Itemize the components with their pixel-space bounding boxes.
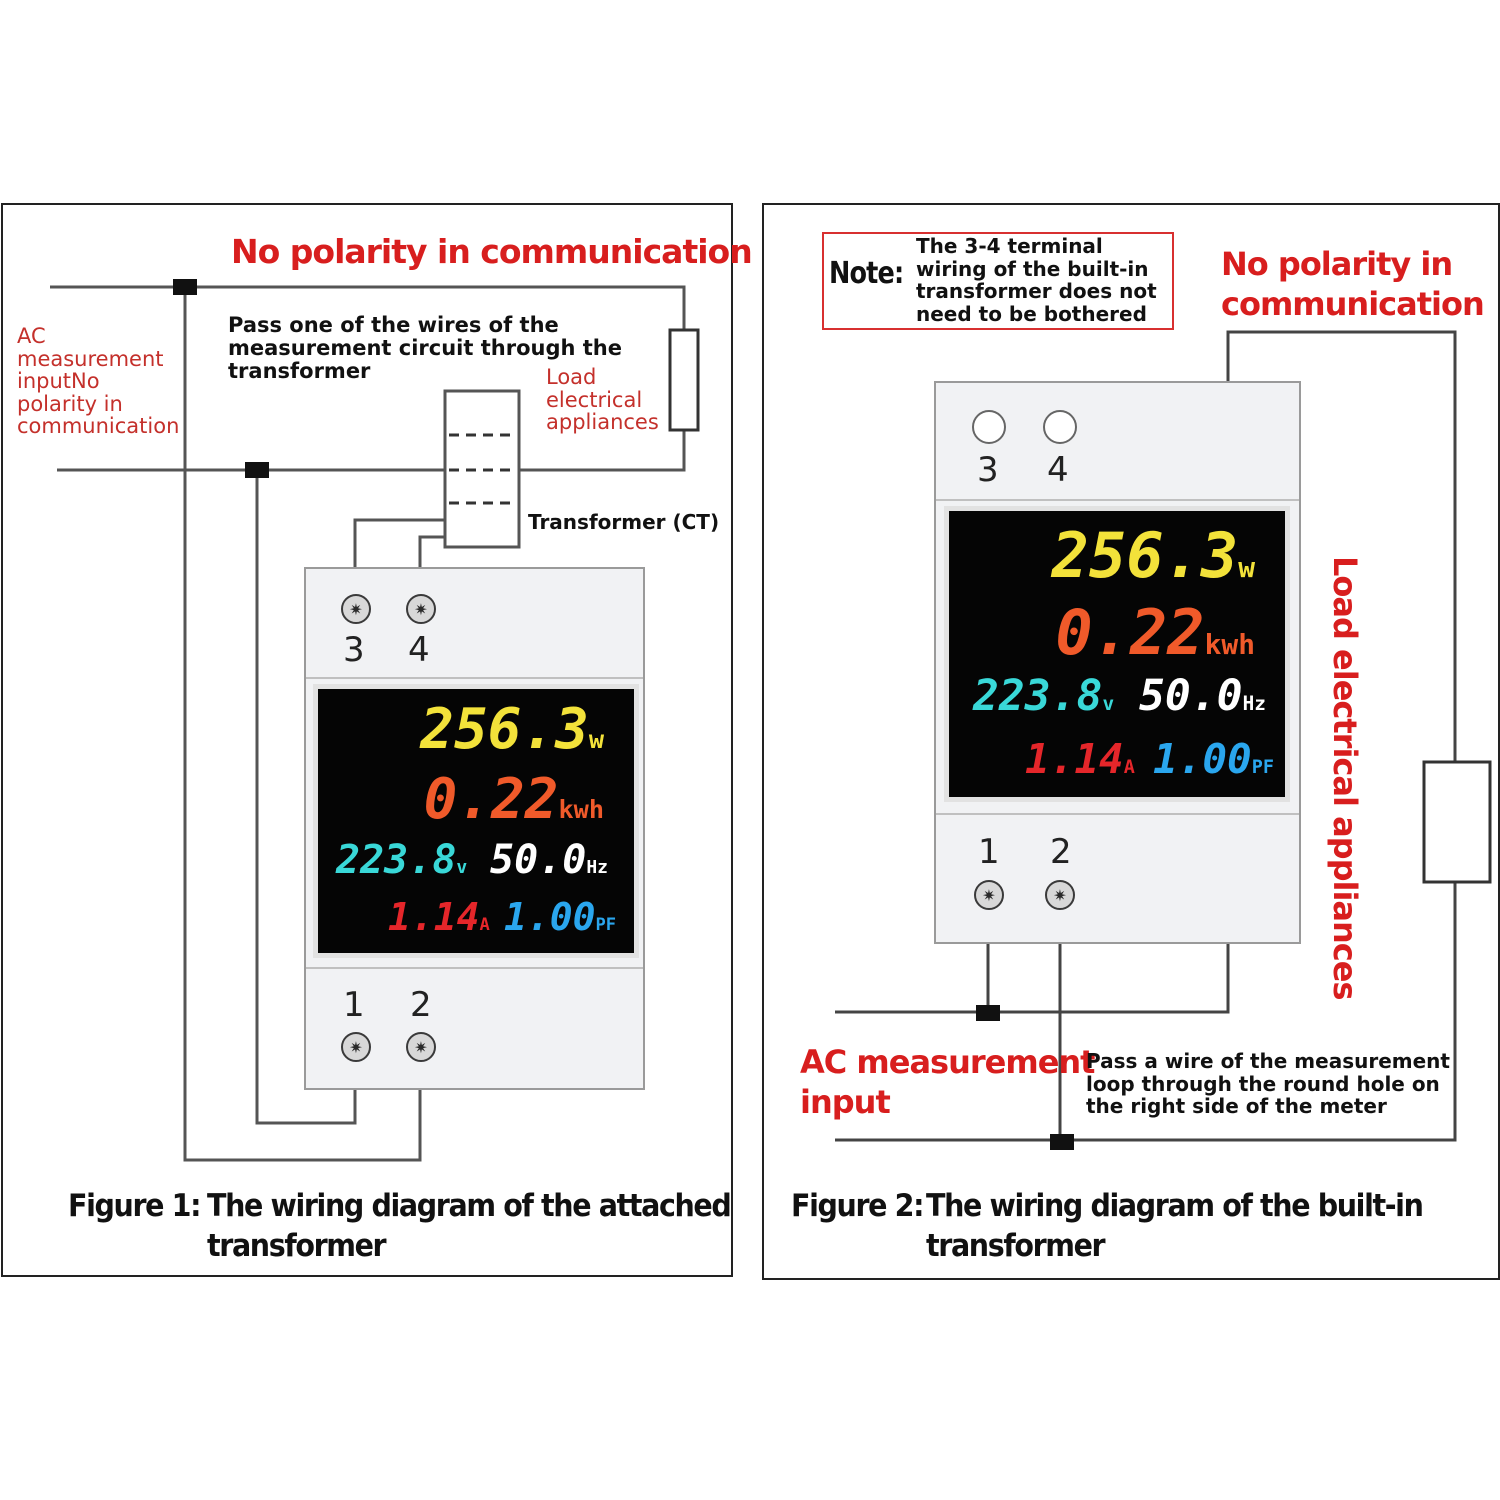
f1-load-return-wire bbox=[520, 430, 686, 472]
f2-title: No polarity in communication bbox=[1221, 245, 1485, 323]
f2-power-reading: 256.3w bbox=[1051, 519, 1255, 592]
f2-hole-3 bbox=[972, 410, 1006, 444]
f1-voltage-reading: 223.8v bbox=[336, 837, 468, 883]
f2-caption: The wiring diagram of the built-in trans… bbox=[926, 1188, 1424, 1264]
f1-title: No polarity in communication bbox=[231, 232, 753, 271]
f2-note-text: The 3-4 terminal wiring of the built-in … bbox=[916, 234, 1157, 326]
f1-terminal-3-label: 3 bbox=[343, 630, 365, 670]
f1-connector-lower bbox=[245, 462, 269, 478]
f1-ac-input-label: AC measurement inputNo polarity in commu… bbox=[17, 324, 180, 438]
f2-terminal-4-label: 4 bbox=[1047, 450, 1069, 490]
f2-top-wire bbox=[1226, 330, 1457, 762]
f1-terminal-1-label: 1 bbox=[343, 985, 365, 1025]
f1-connector-top bbox=[173, 279, 197, 295]
f1-pf-reading: 1.00PF bbox=[504, 895, 617, 939]
f1-screw-2: ✷ bbox=[406, 1032, 436, 1062]
f1-ct-lead-3 bbox=[353, 518, 445, 568]
f2-current-reading: 1.14A bbox=[1025, 735, 1135, 783]
f2-return-wire bbox=[1060, 882, 1457, 1142]
f1-current-reading: 1.14A bbox=[388, 895, 490, 939]
f1-load-resistor bbox=[668, 328, 700, 432]
f1-caption-prefix: Figure 1: bbox=[68, 1188, 202, 1224]
f2-voltage-reading: 223.8v bbox=[973, 671, 1115, 721]
f1-screw-1: ✷ bbox=[341, 1032, 371, 1062]
f1-caption: The wiring diagram of the attached trans… bbox=[207, 1188, 732, 1264]
f1-frequency-reading: 50.0Hz bbox=[490, 837, 609, 883]
f2-frequency-reading: 50.0Hz bbox=[1139, 671, 1266, 721]
f1-top-wire bbox=[50, 285, 686, 330]
f2-terminal-2-label: 2 bbox=[1050, 832, 1072, 872]
f2-pass-wire-note: Pass a wire of the measurement loop thro… bbox=[1086, 1049, 1450, 1118]
f2-note-box bbox=[822, 232, 1174, 330]
f2-screw-2: ✷ bbox=[1045, 880, 1075, 910]
f1-screw-3: ✷ bbox=[341, 594, 371, 624]
f1-load-label: Load electrical appliances bbox=[546, 365, 659, 434]
f2-screw-1: ✷ bbox=[974, 880, 1004, 910]
f1-drop-a bbox=[183, 287, 422, 1162]
f2-pf-reading: 1.00PF bbox=[1153, 735, 1274, 783]
f1-terminal-2-label: 2 bbox=[410, 985, 432, 1025]
f1-drop-b bbox=[255, 470, 357, 1125]
f1-power-reading: 256.3w bbox=[420, 697, 604, 762]
f2-caption-prefix: Figure 2: bbox=[791, 1188, 925, 1224]
f1-meter-display: 256.3w 0.22kwh 223.8v 50.0Hz 1.14A 1.00P… bbox=[313, 684, 639, 958]
f2-terminal-3-label: 3 bbox=[977, 450, 999, 490]
f1-screw-4: ✷ bbox=[406, 594, 436, 624]
f2-note-label: Note: bbox=[829, 256, 904, 291]
f2-load-label: Load electrical appliances bbox=[1326, 556, 1364, 1000]
f2-meter-display: 256.3w 0.22kwh 223.8v 50.0Hz 1.14A 1.00P… bbox=[944, 506, 1290, 802]
f1-ct-lead-4 bbox=[418, 535, 445, 568]
f1-terminal-4-label: 4 bbox=[408, 630, 430, 670]
f1-pass-wire-note: Pass one of the wires of the measurement… bbox=[228, 313, 622, 383]
f2-energy-reading: 0.22kwh bbox=[1055, 596, 1255, 669]
f2-connector-mid bbox=[976, 1005, 1000, 1021]
f2-connector-bottom bbox=[1050, 1134, 1074, 1150]
f1-energy-reading: 0.22kwh bbox=[423, 767, 604, 832]
f2-hole-4 bbox=[1043, 410, 1077, 444]
f2-load-resistor bbox=[1422, 760, 1492, 884]
f2-middle-wire bbox=[835, 944, 1230, 1014]
f1-transformer-label: Transformer (CT) bbox=[528, 510, 720, 534]
f2-ac-input-label: AC measurement input bbox=[800, 1043, 1095, 1121]
f2-terminal-1-label: 1 bbox=[978, 832, 1000, 872]
